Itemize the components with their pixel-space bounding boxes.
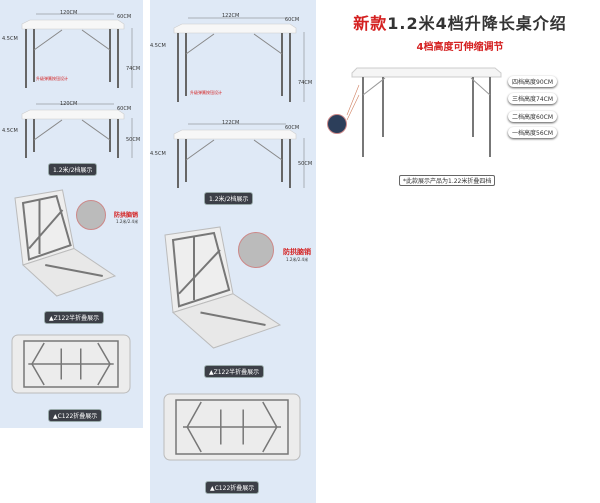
lock-sub: 1.2米/2.4米 [286, 257, 309, 262]
label-half-fold: ▲Z122半折叠展示 [44, 311, 105, 324]
lock-label: 防拱脑销 [283, 248, 311, 256]
table-74cm-image [21, 13, 133, 88]
height-level-2: 二档高度60CM [508, 111, 558, 122]
label-2-level: 1.2米/2档展示 [48, 163, 98, 176]
height-level-1: 一档高度56CM [508, 127, 558, 138]
lock-closeup [76, 200, 106, 230]
subtitle: 4档高度可伸缩调节 [416, 42, 504, 53]
depth-dim: 60CM [285, 125, 300, 131]
press-button-icon [327, 114, 347, 134]
lock-sub: 1.2米/2.4米 [116, 219, 139, 224]
page-title: 新款1.2米4档升降长桌介绍 [353, 14, 567, 33]
button-note: 升级弹簧按钮设计 [190, 90, 222, 95]
half-folded-table-image [164, 226, 282, 349]
table-74cm-image [173, 17, 305, 102]
label-2-level: 1.2米/2档展示 [204, 192, 254, 205]
button-note: 升级弹簧按钮设计 [36, 76, 68, 81]
lock-closeup [238, 232, 274, 268]
lock-label: 防拱脑销 [114, 212, 139, 219]
depth-dim: 60CM [117, 106, 132, 112]
height-dim: 50CM [298, 161, 313, 167]
thickness-dim: 4.5CM [2, 36, 18, 42]
height-dim: 74CM [298, 80, 313, 86]
thickness-dim: 4.5CM [150, 151, 166, 157]
folded-table-image [11, 334, 131, 394]
label-full-fold: ▲C122折叠展示 [205, 481, 260, 494]
height-dim: 74CM [126, 66, 141, 72]
table-50cm-image [21, 103, 133, 158]
footnote: *此款展示产品为1.22米折叠四档 [399, 175, 496, 186]
table-50cm-image [173, 123, 305, 188]
width-dim: 120CM [60, 101, 78, 107]
adjustable-table-image [346, 67, 502, 157]
width-dim: 122CM [222, 120, 240, 126]
depth-dim: 60CM [117, 14, 132, 20]
width-dim: 120CM [60, 10, 78, 16]
height-level-4: 四档高度90CM [508, 76, 558, 87]
thickness-dim: 4.5CM [150, 43, 166, 49]
height-dim: 50CM [126, 137, 141, 143]
label-full-fold: ▲C122折叠展示 [48, 409, 103, 422]
label-half-fold: ▲Z122半折叠展示 [204, 365, 265, 378]
half-folded-table-image [14, 189, 117, 297]
folded-table-image [163, 393, 301, 461]
depth-dim: 60CM [285, 17, 300, 23]
thickness-dim: 4.5CM [2, 128, 18, 134]
width-dim: 122CM [222, 13, 240, 19]
height-level-3: 三档高度74CM [508, 93, 558, 104]
